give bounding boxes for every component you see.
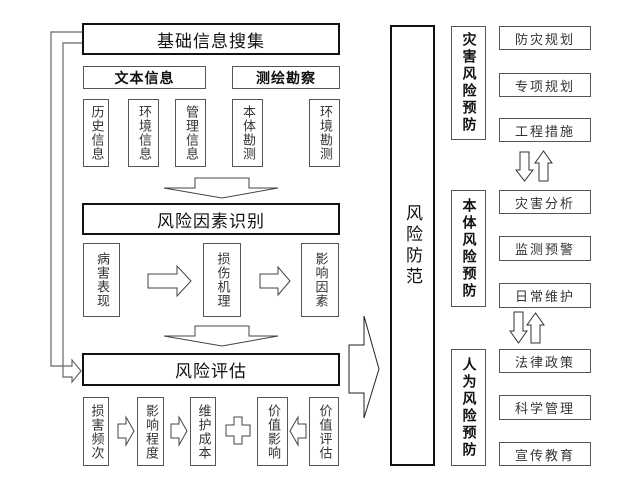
measure-scientific-management: 科学管理 bbox=[499, 395, 591, 420]
group-text-info: 文本信息 bbox=[83, 66, 206, 89]
up-arrow-icon bbox=[534, 150, 553, 182]
item-environment-survey: 环境勘测 bbox=[309, 99, 340, 167]
measure-disaster-analysis: 灾害分析 bbox=[499, 190, 591, 214]
stage-risk-assessment-title: 风险评估 bbox=[82, 353, 340, 386]
item-disease-manifestation: 病害表现 bbox=[83, 243, 120, 317]
item-history-info: 历史信息 bbox=[83, 99, 109, 167]
item-management-info: 管理信息 bbox=[175, 99, 206, 167]
measure-engineering: 工程措施 bbox=[499, 118, 591, 142]
stage-info-collection-title: 基础信息搜集 bbox=[82, 23, 340, 55]
group-human-risk-prevention: 人为风险预防 bbox=[451, 349, 486, 466]
down-arrow-icon bbox=[163, 325, 279, 347]
group-disaster-risk-prevention: 灾害风险预防 bbox=[451, 26, 486, 140]
item-damage-mechanism: 损伤机理 bbox=[203, 243, 241, 317]
feedback-loop-arrow bbox=[50, 31, 82, 384]
right-arrow-icon bbox=[170, 415, 188, 447]
item-environment-info: 环境信息 bbox=[128, 99, 159, 167]
left-arrow-icon bbox=[289, 415, 307, 447]
right-arrow-icon bbox=[117, 415, 135, 447]
stage-risk-identification-title: 风险因素识别 bbox=[82, 203, 340, 235]
measure-monitoring-warning: 监测预警 bbox=[499, 236, 591, 261]
item-body-survey: 本体勘测 bbox=[232, 99, 263, 167]
risk-prevention-box: 风险防范 bbox=[390, 25, 435, 466]
measure-special-planning: 专项规划 bbox=[499, 73, 591, 97]
item-influencing-factors: 影响因素 bbox=[301, 243, 339, 317]
item-damage-frequency: 损害频次 bbox=[83, 397, 109, 466]
big-right-arrow-icon bbox=[348, 315, 380, 419]
down-arrow-icon bbox=[514, 151, 535, 182]
group-body-risk-prevention: 本体风险预防 bbox=[451, 190, 486, 307]
measure-publicity-education: 宣传教育 bbox=[499, 442, 591, 466]
down-arrow-icon bbox=[509, 311, 528, 344]
measure-law-policy: 法律政策 bbox=[499, 349, 591, 373]
measure-daily-maintenance: 日常维护 bbox=[499, 283, 591, 308]
down-arrow-icon bbox=[163, 177, 279, 199]
group-survey: 测绘勘察 bbox=[232, 66, 340, 89]
right-arrow-icon bbox=[259, 265, 291, 297]
right-arrow-icon bbox=[147, 264, 192, 298]
item-maintenance-cost: 维护成本 bbox=[190, 397, 216, 466]
item-value-impact: 价值影响 bbox=[257, 397, 288, 466]
plus-icon bbox=[225, 416, 251, 445]
item-impact-degree: 影响程度 bbox=[137, 397, 164, 466]
up-arrow-icon bbox=[526, 312, 545, 344]
item-value-assessment: 价值评估 bbox=[309, 397, 339, 466]
measure-disaster-planning: 防灾规划 bbox=[499, 26, 591, 50]
